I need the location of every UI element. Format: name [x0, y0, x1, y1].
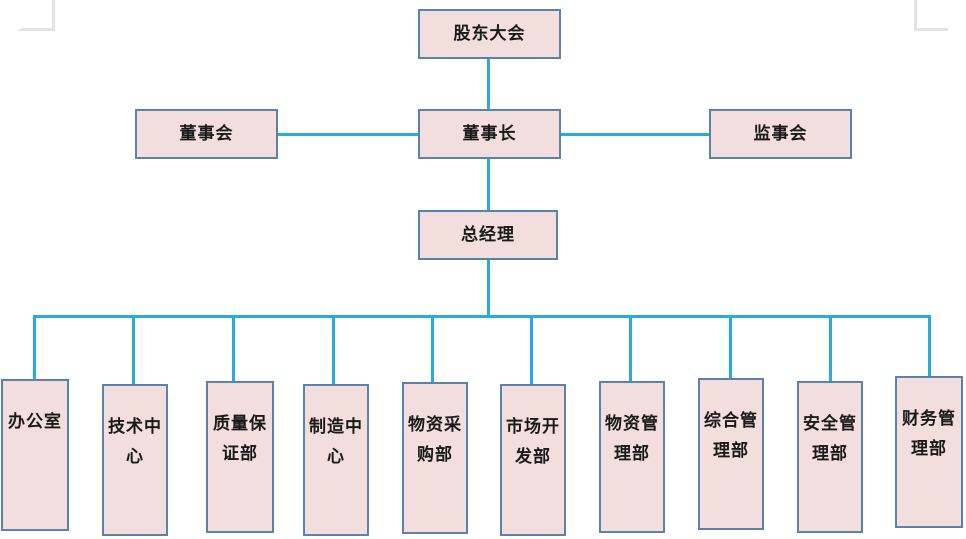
- node-chairman-label: 董事长: [462, 123, 517, 143]
- node-manufacturing-center-label: 制造中心: [309, 417, 363, 466]
- node-materials-management-dept-label: 物资管理部: [605, 414, 659, 463]
- node-quality-assurance-dept[interactable]: 质量保证部: [206, 381, 274, 533]
- connector-drop-materials-management-dept: [629, 315, 632, 382]
- node-manufacturing-center[interactable]: 制造中心: [303, 384, 369, 536]
- node-technology-center-label: 技术中心: [108, 417, 162, 466]
- connector-department-bus: [33, 315, 931, 318]
- connector-chairman-to-general-manager: [487, 159, 490, 210]
- node-technology-center[interactable]: 技术中心: [102, 384, 168, 536]
- node-board-of-directors[interactable]: 董事会: [135, 109, 278, 159]
- connector-drop-safety-management-dept: [829, 315, 832, 382]
- node-office-label: 办公室: [8, 412, 62, 431]
- connector-drop-technology-center: [132, 315, 135, 385]
- connector-drop-materials-procurement-dept: [431, 315, 434, 383]
- connector-drop-quality-assurance-dept: [232, 315, 235, 382]
- node-safety-management-dept-label: 安全管理部: [803, 414, 857, 463]
- node-shareholders[interactable]: 股东大会: [418, 9, 561, 59]
- connector-drop-manufacturing-center: [332, 315, 335, 385]
- node-general-manager-label: 总经理: [461, 224, 515, 244]
- connector-general-manager-to-bus: [487, 260, 490, 317]
- crop-mark-top-left: [18, 0, 55, 31]
- connector-shareholders-to-chairman: [487, 59, 490, 109]
- node-general-management-dept-label: 综合管理部: [704, 411, 758, 460]
- node-market-development-dept-label: 市场开发部: [506, 417, 560, 466]
- connector-drop-general-management-dept: [729, 315, 732, 379]
- connector-drop-office: [33, 315, 36, 382]
- node-board-of-supervisors-label: 监事会: [753, 123, 808, 143]
- node-materials-procurement-dept[interactable]: 物资采购部: [402, 382, 468, 534]
- node-general-manager[interactable]: 总经理: [418, 210, 558, 260]
- node-safety-management-dept[interactable]: 安全管理部: [797, 381, 863, 533]
- node-chairman[interactable]: 董事长: [418, 109, 561, 159]
- node-office[interactable]: 办公室: [1, 379, 69, 531]
- connector-drop-financial-management-dept: [928, 315, 931, 377]
- node-materials-procurement-dept-label: 物资采购部: [408, 415, 462, 464]
- node-financial-management-dept[interactable]: 财务管理部: [895, 376, 963, 528]
- connector-drop-market-development-dept: [530, 315, 533, 385]
- node-financial-management-dept-label: 财务管理部: [902, 409, 956, 458]
- node-shareholders-label: 股东大会: [453, 23, 526, 43]
- crop-mark-top-right: [914, 0, 948, 31]
- node-materials-management-dept[interactable]: 物资管理部: [599, 381, 665, 533]
- node-board-of-directors-label: 董事会: [179, 123, 234, 143]
- node-general-management-dept[interactable]: 综合管理部: [698, 378, 764, 530]
- connector-chairman-to-board-of-supervisors: [560, 133, 710, 136]
- node-board-of-supervisors[interactable]: 监事会: [709, 109, 852, 159]
- connector-chairman-to-board-of-directors: [278, 133, 419, 136]
- node-quality-assurance-dept-label: 质量保证部: [213, 414, 267, 463]
- node-market-development-dept[interactable]: 市场开发部: [500, 384, 566, 536]
